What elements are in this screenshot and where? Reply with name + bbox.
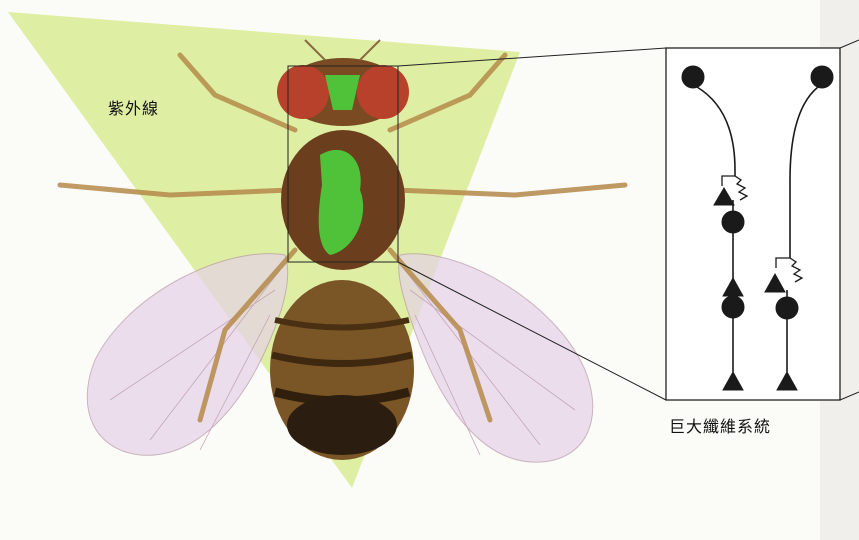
neuron-soma-icon xyxy=(776,297,798,319)
neuron-soma-icon xyxy=(682,66,704,88)
uv-label: 紫外線 xyxy=(108,95,159,119)
right-eye xyxy=(357,65,409,119)
neuron-soma-icon xyxy=(722,296,744,318)
giant-fiber-system-label: 巨大纖維系統 xyxy=(669,413,771,437)
fly-thorax xyxy=(281,130,405,270)
left-eye xyxy=(277,65,329,119)
fly-abdomen xyxy=(270,280,414,460)
neuron-soma-icon xyxy=(722,211,744,233)
giant-fiber-inset xyxy=(666,48,840,400)
neuron-soma-icon xyxy=(811,66,833,88)
